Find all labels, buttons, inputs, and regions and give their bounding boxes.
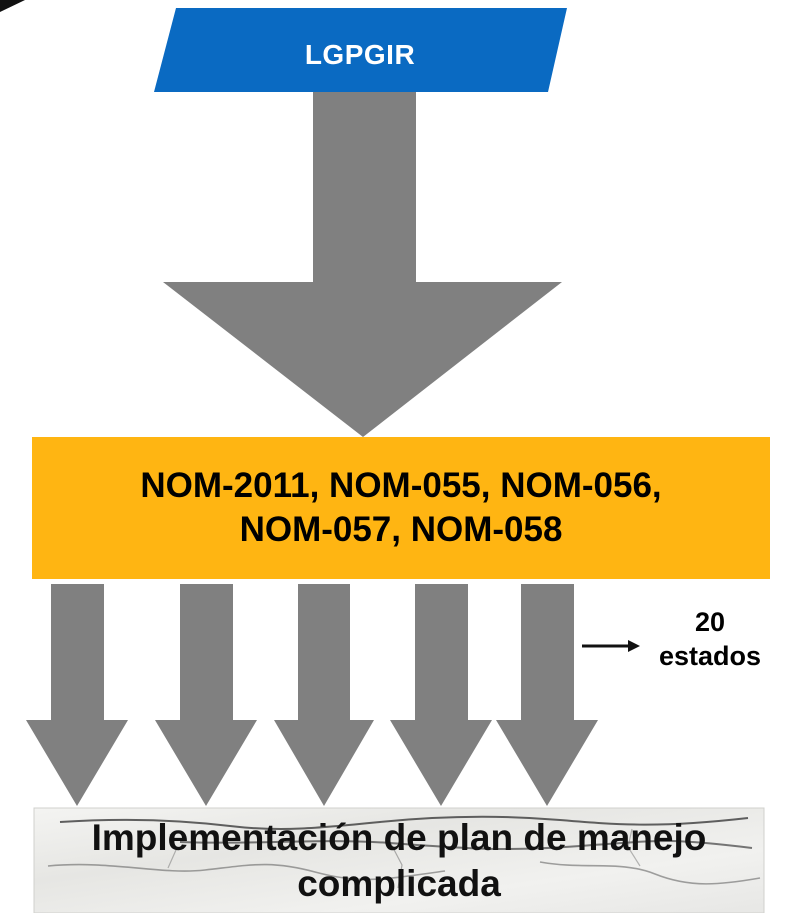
side-note-line-2: estados xyxy=(658,640,762,671)
bottom-node-line-1: Implementación de plan de manejo xyxy=(91,817,707,859)
nom-box-shape xyxy=(32,437,770,579)
bottom-node-text: Implementación de plan de manejo complic… xyxy=(34,808,764,913)
top-node-shape xyxy=(154,8,567,92)
crack-line-5 xyxy=(389,841,403,889)
right-arrow-head xyxy=(628,640,640,652)
branch-arrow-5 xyxy=(496,584,598,806)
crack-line-4 xyxy=(539,861,761,885)
nom-box-line-2: NOM-057, NOM-058 xyxy=(239,510,563,549)
main-down-arrow xyxy=(163,92,562,437)
corner-fragment xyxy=(0,0,25,12)
crack-line-6 xyxy=(167,833,177,869)
branch-arrow-2 xyxy=(155,584,257,806)
bottom-node-line-2: complicada xyxy=(297,862,501,904)
branch-arrow-1 xyxy=(26,584,128,806)
side-note-line-1: 20 xyxy=(694,607,726,637)
nom-box-line-1: NOM-2011, NOM-055, NOM-056, xyxy=(140,466,662,506)
branch-arrow-4 xyxy=(390,584,492,806)
top-node-label: LGPGIR xyxy=(304,39,416,70)
side-note: 20 estados xyxy=(640,606,780,674)
crack-line-1 xyxy=(59,815,749,830)
branch-arrow-3 xyxy=(274,584,374,806)
crack-line-3 xyxy=(47,863,446,881)
crack-line-2 xyxy=(179,840,753,851)
crack-line-7 xyxy=(627,828,641,867)
nom-box-text: NOM-2011, NOM-055, NOM-056, NOM-057, NOM… xyxy=(32,437,770,579)
